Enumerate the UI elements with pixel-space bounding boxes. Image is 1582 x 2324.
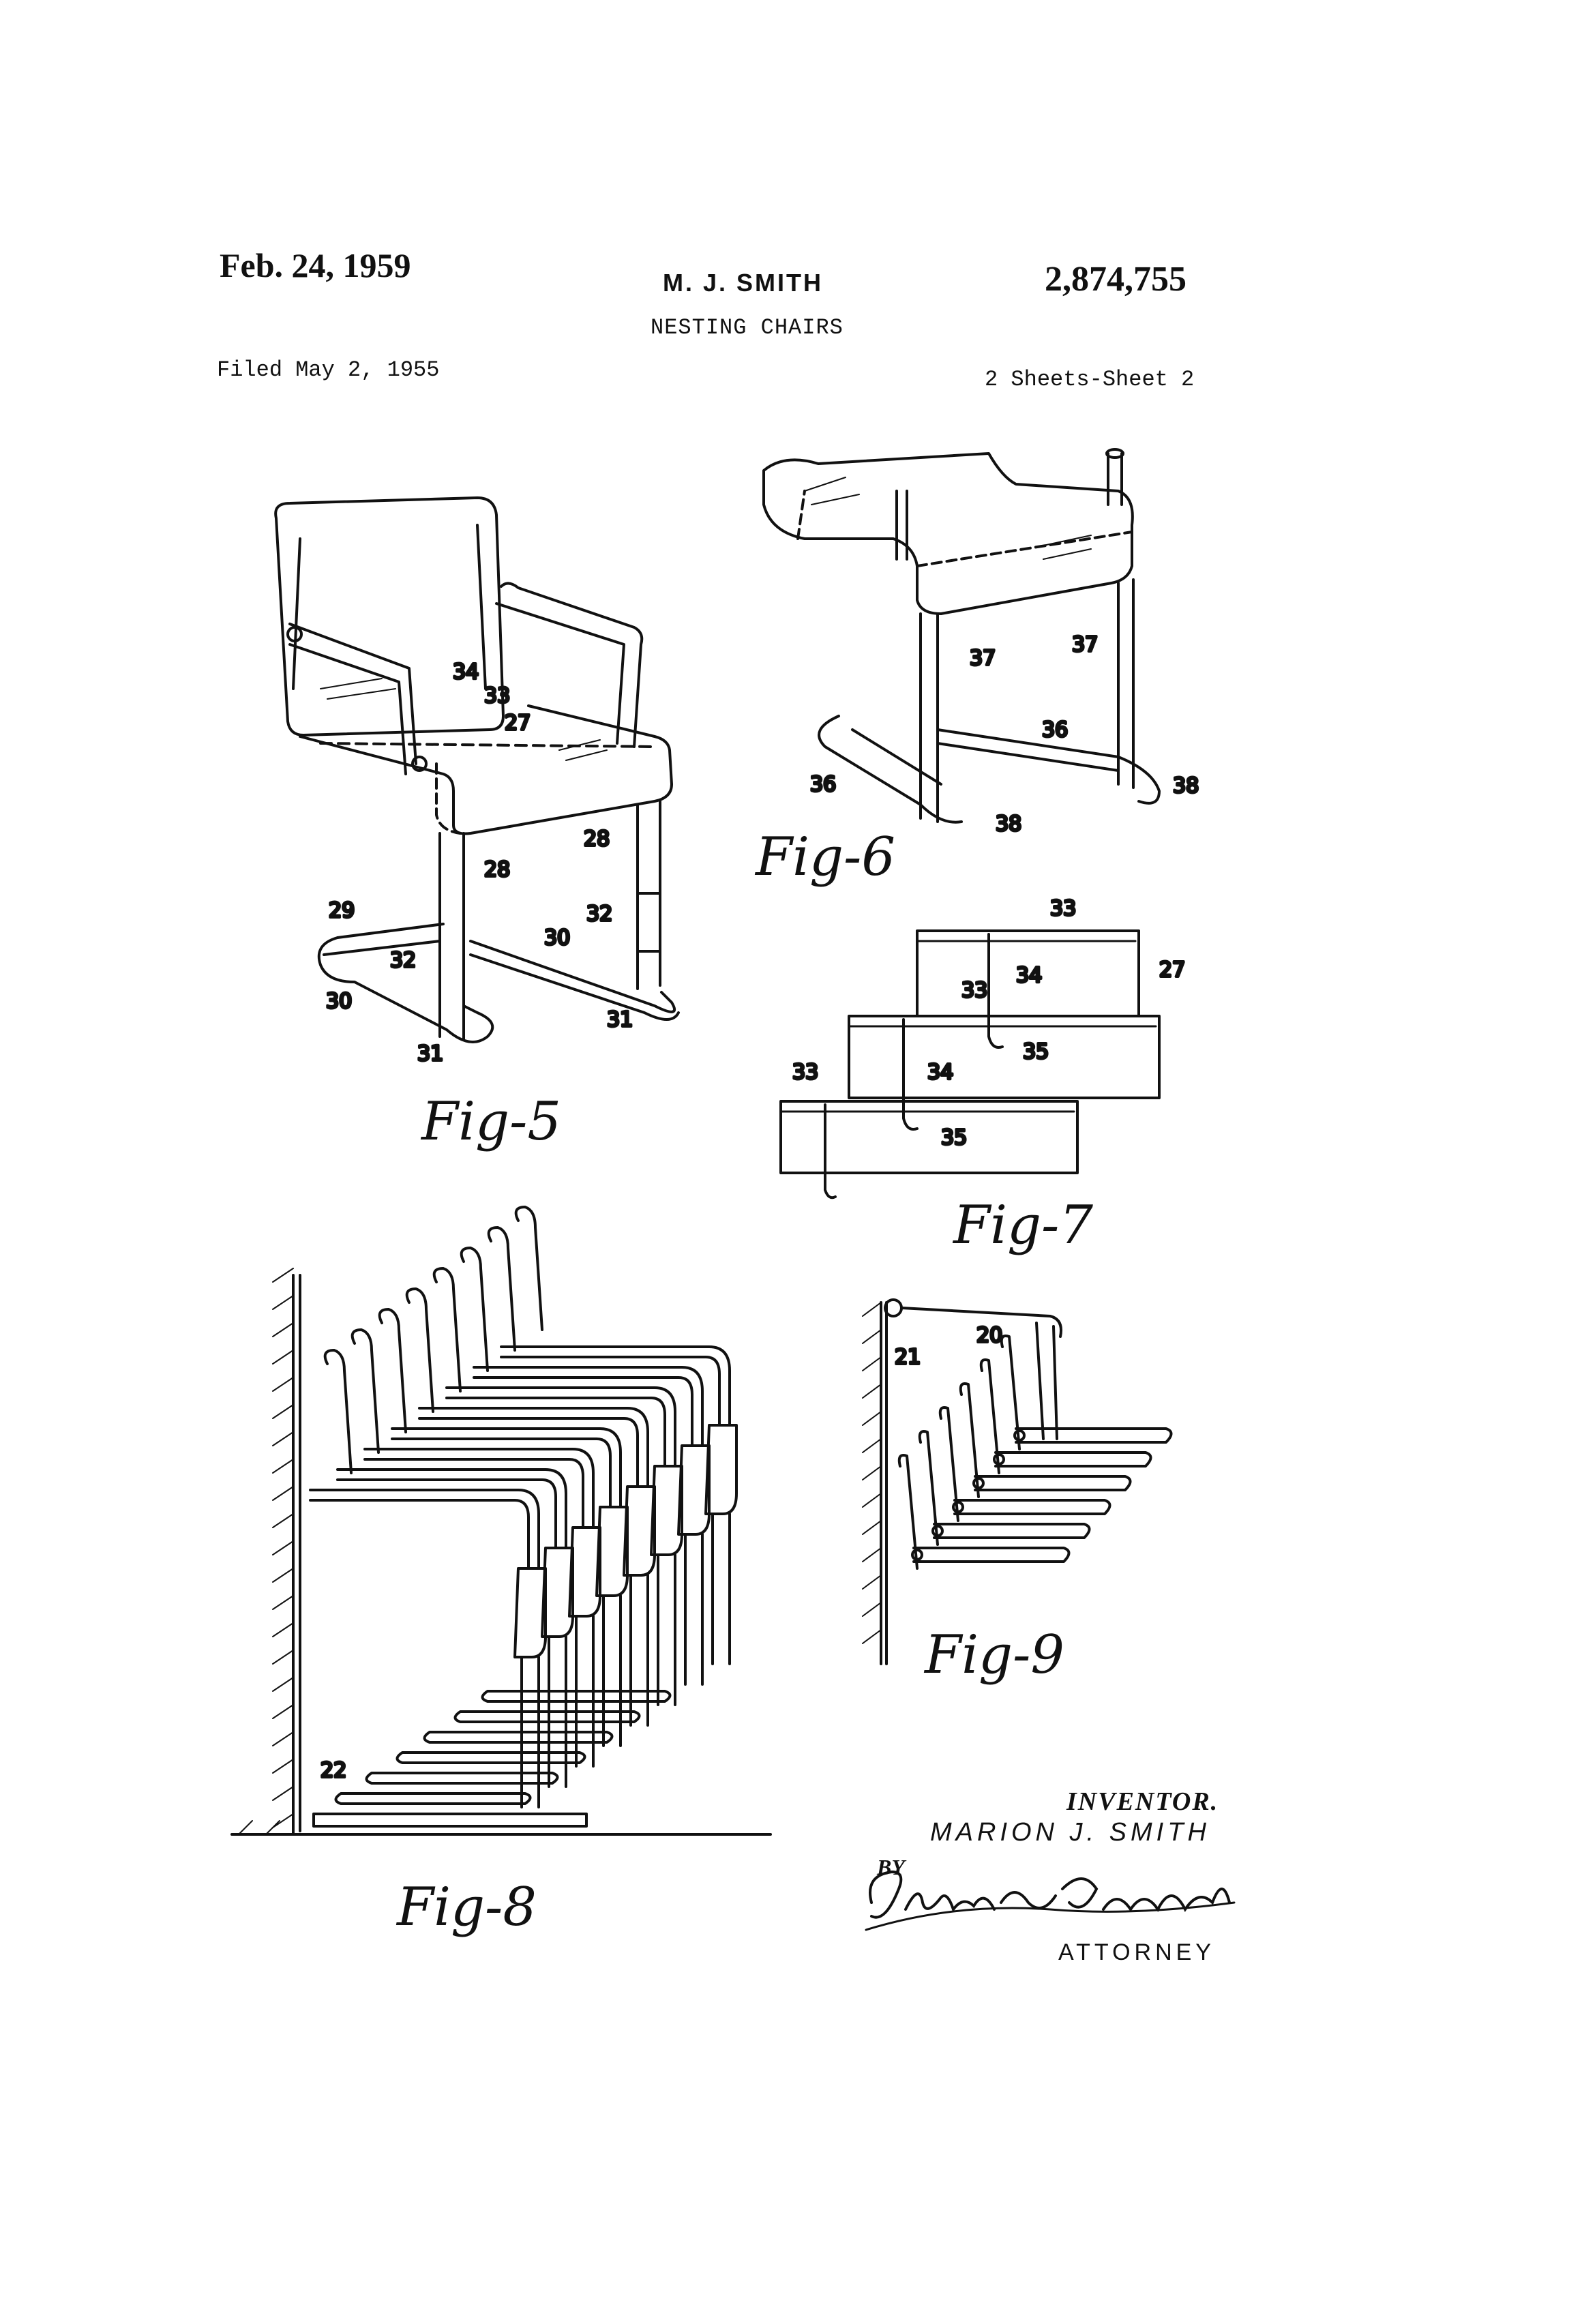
ref-38b: 38 [996,812,1021,836]
ref-32b: 32 [390,949,416,972]
fig6-label: Fig-6 [756,826,895,888]
ref-35-f7b: 35 [941,1126,967,1150]
ref-20: 20 [976,1324,1002,1347]
ref-22: 22 [320,1759,346,1783]
ref-31b: 31 [417,1042,443,1066]
fig9-label: Fig-9 [925,1624,1064,1686]
ref-37a: 37 [970,646,996,670]
ref-28a: 28 [484,858,510,882]
ref-33-f7b: 33 [961,979,987,1002]
fig6-seat-drawing [764,449,1159,822]
ref-27-f7: 27 [1159,958,1185,982]
ref-28b: 28 [584,827,610,851]
ref-30a: 30 [544,926,570,950]
ref-33-f7c: 33 [792,1060,818,1084]
fig8-label: Fig-8 [397,1877,537,1938]
ref-34-f7a: 34 [1016,964,1042,987]
ref-36a: 36 [1042,718,1068,742]
fig7-label: Fig-7 [953,1195,1093,1256]
ref-36b: 36 [810,773,836,796]
fig8-stack-drawing [232,1207,771,1834]
inventor-name: MARION J. SMITH [930,1818,1210,1847]
ref-32a: 32 [586,902,612,926]
ref-38a: 38 [1173,774,1199,798]
ref-33-f7a: 33 [1050,897,1076,921]
inventor-label: INVENTOR. [1066,1787,1219,1817]
ref-34-f7b: 34 [927,1060,953,1084]
ref-31a: 31 [607,1008,633,1032]
attorney-signature [858,1862,1240,1937]
ref-29: 29 [329,899,355,923]
ref-37b: 37 [1072,633,1098,657]
ref-33: 33 [484,684,510,708]
ref-35-f7a: 35 [1023,1040,1049,1064]
fig5-chair-drawing [275,498,678,1042]
fig7-section-drawing [781,931,1159,1197]
ref-27: 27 [505,711,531,735]
ref-21: 21 [895,1345,921,1369]
fig5-label: Fig-5 [421,1091,561,1152]
ref-34: 34 [453,660,479,684]
attorney-label: ATTORNEY [1058,1939,1215,1966]
ref-30b: 30 [326,989,352,1013]
